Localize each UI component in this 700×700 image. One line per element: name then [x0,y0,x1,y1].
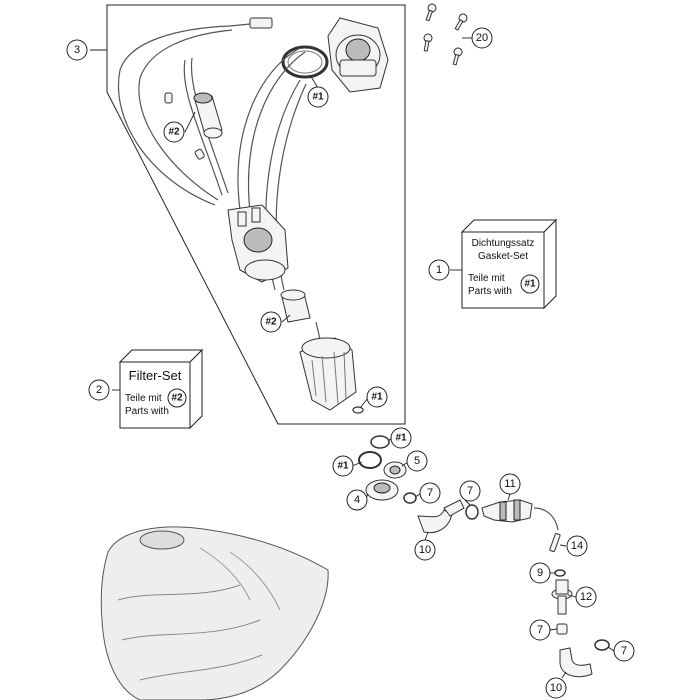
leader-lines [90,37,615,679]
seal-ring-2 [358,451,382,469]
callout-3[interactable]: 3 [66,39,88,61]
pump-sleeve [280,289,311,323]
gasket-box-title-en: Gasket-Set [478,251,528,262]
callout-7-c[interactable]: 7 [529,619,551,641]
pump-flange [327,17,389,93]
svg-text:7: 7 [621,645,627,657]
callout-11[interactable]: 11 [499,473,521,495]
svg-text:7: 7 [467,485,473,497]
hose-elbow-lower [559,647,593,678]
callout-9[interactable]: 9 [529,562,551,584]
ref-1-flange[interactable]: #1 [307,86,329,108]
svg-text:20: 20 [476,32,488,44]
svg-text:14: 14 [571,540,583,552]
ref-2-filter[interactable]: #2 [163,121,185,143]
ref-1-pump[interactable]: #1 [366,386,388,408]
gasket-box-line-en: Parts with [468,286,512,297]
svg-text:9: 9 [537,567,543,579]
pump-wire-harness [118,25,231,206]
filter-box-ref: #2 [171,393,183,404]
hose-clamp-7c [594,639,610,651]
callout-4[interactable]: 4 [346,489,368,511]
callout-7-d[interactable]: 7 [613,640,635,662]
svg-text:10: 10 [550,682,562,694]
filter-clip-bottom [194,148,205,160]
gasket-box-ref: #1 [524,279,536,290]
svg-text:7: 7 [427,487,433,499]
svg-text:12: 12 [580,591,592,603]
callout-20[interactable]: 20 [471,27,493,49]
svg-text:#1: #1 [337,461,349,472]
callout-12[interactable]: 12 [575,586,597,608]
svg-text:#1: #1 [312,92,324,103]
callout-14[interactable]: 14 [566,535,588,557]
fuel-filter [193,92,223,139]
svg-text:2: 2 [96,384,102,396]
callouts: 3 2 1 20 5 4 7 7 11 10 14 9 12 7 7 10 #1… [66,27,635,699]
callout-10-b[interactable]: 10 [545,677,567,699]
fuel-tank [100,526,329,700]
coupling-hose [533,507,559,531]
screws [423,3,468,66]
ref-1-seal-top[interactable]: #1 [390,427,412,449]
svg-text:#1: #1 [395,433,407,444]
hose-clamp-7b [556,623,568,635]
assembly-group-outline [106,4,406,425]
fuel-pump-module [299,321,357,411]
callout-2[interactable]: 2 [88,379,110,401]
filter-box-line-en: Parts with [125,406,169,417]
flange-nipple-4 [365,479,399,501]
filter-box-title: Filter-Set [129,368,182,383]
callout-10-a[interactable]: 10 [414,539,436,561]
callout-5[interactable]: 5 [406,450,428,472]
quick-coupling [481,499,533,523]
pump-small-seal [352,406,364,414]
callout-7-b[interactable]: 7 [459,480,481,502]
wire-connector [229,17,273,29]
svg-text:10: 10 [419,544,431,556]
nut-5 [383,461,407,479]
svg-text:7: 7 [537,624,543,636]
gasket-box-title-de: Dichtungssatz [472,238,535,249]
seal-ring-7a [403,492,417,504]
callout-1[interactable]: 1 [428,259,450,281]
filter-clip-top [164,92,173,104]
fuel-return-hose [237,47,301,211]
svg-text:5: 5 [414,455,420,467]
hose-clamp-upper [465,504,479,520]
svg-text:#2: #2 [265,317,277,328]
svg-text:#1: #1 [371,392,383,403]
hose-elbow-upper [417,499,465,534]
filter-box-line-de: Teile mit [125,393,162,404]
seal-ring-1 [370,435,390,449]
gasket-box-line-de: Teile mit [468,273,505,284]
svg-text:11: 11 [504,478,515,490]
svg-text:1: 1 [436,264,442,276]
pin-14 [549,533,561,553]
o-ring-9 [554,569,566,577]
svg-text:#2: #2 [168,127,180,138]
svg-text:3: 3 [74,44,80,56]
callout-7-a[interactable]: 7 [419,482,441,504]
ref-2-sleeve[interactable]: #2 [260,311,282,333]
ref-1-seal-left[interactable]: #1 [332,455,354,477]
flange-o-ring [281,45,329,79]
nipple-12 [551,579,573,615]
gasket-set-box: Dichtungssatz Gasket-Set Teile mit Parts… [460,218,558,310]
pump-body [227,204,289,283]
filter-set-box: Filter-Set Teile mit Parts with #2 [118,348,204,430]
svg-text:4: 4 [354,494,360,506]
